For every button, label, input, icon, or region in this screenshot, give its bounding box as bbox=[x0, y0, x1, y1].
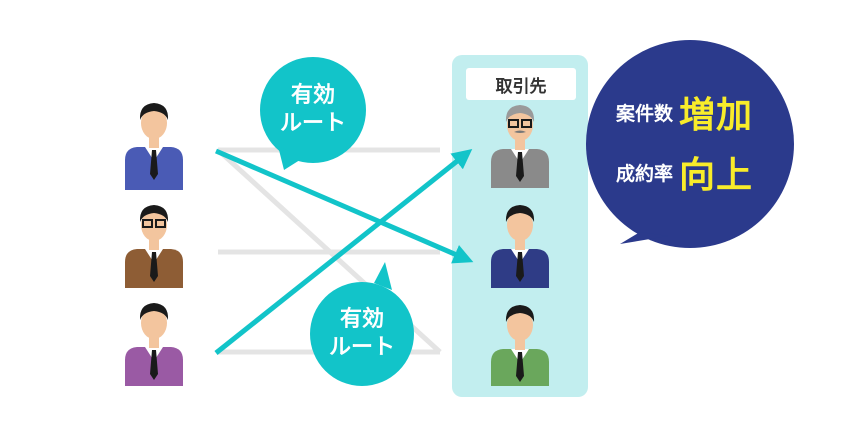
result-row-1: 案件数 増加 bbox=[616, 86, 753, 138]
route-bubble-bottom bbox=[310, 262, 414, 386]
partner-panel-title: 取引先 bbox=[466, 68, 576, 100]
result-value-1: 増加 bbox=[679, 95, 754, 136]
result-label-1: 案件数 bbox=[616, 102, 674, 125]
route-label-top-line2: ルート bbox=[279, 111, 346, 136]
route-arrow-bottom bbox=[214, 149, 473, 355]
route-bubble-top bbox=[260, 57, 366, 170]
route-label-bottom-line2: ルート bbox=[328, 335, 395, 360]
route-label-top: 有効 ルート bbox=[258, 82, 368, 138]
route-label-bottom: 有効 ルート bbox=[307, 306, 417, 362]
route-arrow-top bbox=[215, 148, 474, 264]
partner-green-icon bbox=[491, 305, 549, 386]
route-label-bottom-line1: 有効 bbox=[339, 307, 384, 332]
result-label-2: 成約率 bbox=[616, 162, 674, 185]
partner-gray-icon bbox=[491, 105, 549, 188]
route-label-top-line1: 有効 bbox=[290, 83, 335, 108]
result-bubble bbox=[586, 40, 794, 248]
partner-navy-icon bbox=[491, 205, 549, 288]
person-left-brown-icon bbox=[125, 205, 183, 288]
result-value-2: 向上 bbox=[679, 155, 754, 196]
person-left-purple-icon bbox=[125, 303, 183, 386]
result-row-2: 成約率 向上 bbox=[616, 146, 753, 198]
person-left-blue-icon bbox=[125, 103, 183, 190]
